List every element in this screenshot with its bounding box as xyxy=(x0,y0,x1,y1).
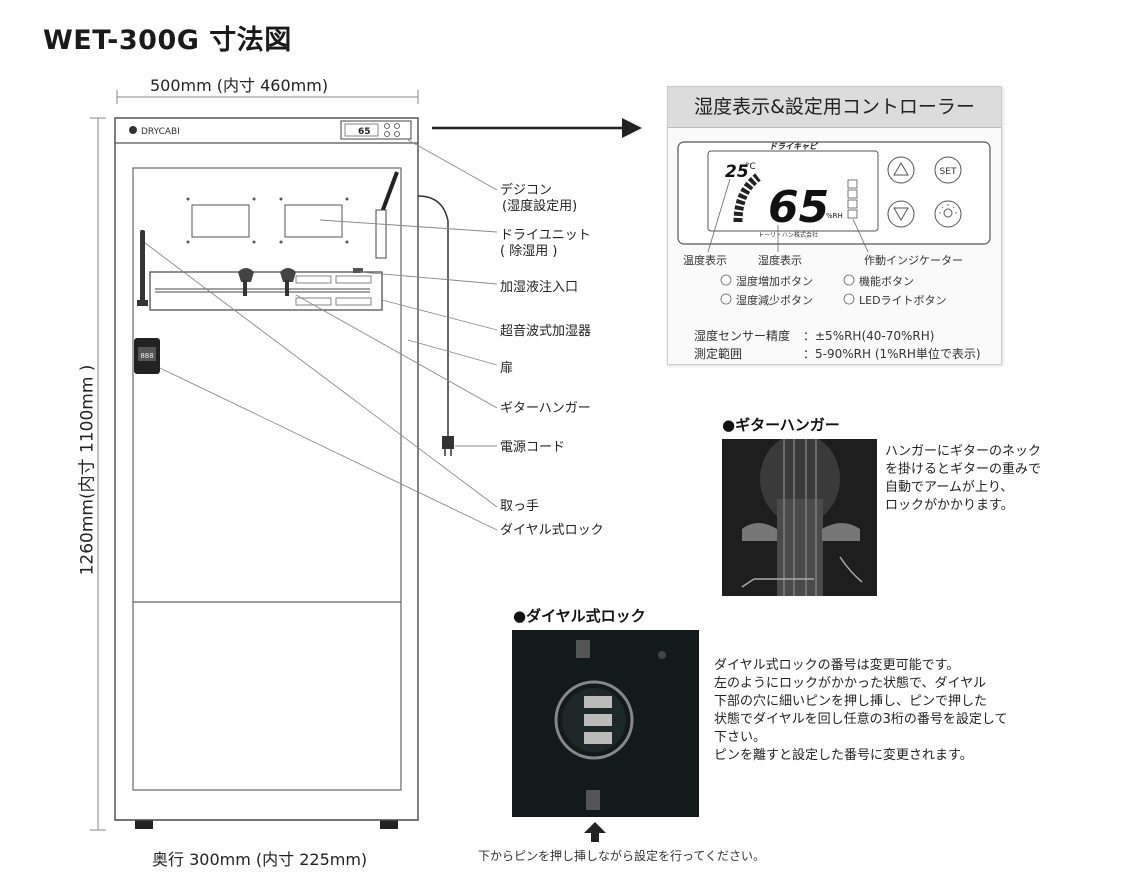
controller-device: ドライキャビ 25 °C 65 %RH トーリ・ハン株式会社 SET xyxy=(677,141,991,305)
guitar-hanger-right xyxy=(280,268,296,282)
dial-lock-heading: ●ダイヤル式ロック xyxy=(513,607,646,625)
legend-up-icon xyxy=(720,274,732,286)
set-button-label: SET xyxy=(940,167,957,177)
label-power-cord: 電源コード xyxy=(500,440,566,455)
door-handle xyxy=(140,230,145,305)
dry-unit-window-left xyxy=(191,204,250,238)
set-button-icon xyxy=(934,156,962,184)
legend-down-icon xyxy=(720,293,732,305)
cabinet-door xyxy=(132,167,402,791)
humidity-value: 65 xyxy=(768,182,829,233)
label-handle: 取っ手 xyxy=(500,499,540,514)
label-function-button: 機能ボタン xyxy=(859,275,914,288)
brand-logo-icon xyxy=(129,126,137,134)
depth-dimension-label: 奥行 300mm (内寸 225mm) xyxy=(152,850,368,869)
page-title: WET-300G 寸法図 xyxy=(43,25,292,56)
label-fill-port: 加湿液注入口 xyxy=(500,280,579,295)
label-led-button: LEDライトボタン xyxy=(859,294,947,307)
dial-lock-photo xyxy=(512,630,699,817)
label-digicon: デジコン xyxy=(500,183,553,198)
temp-unit: °C xyxy=(745,162,756,172)
brand-logo-text: DRYCABI xyxy=(141,127,180,137)
label-door: 扉 xyxy=(500,361,514,376)
guitar-hanger-heading: ●ギターハンガー xyxy=(722,416,840,434)
legend-led-icon xyxy=(843,293,855,305)
up-button-icon xyxy=(887,156,915,184)
legend-function-icon xyxy=(843,274,855,286)
humidity-unit: %RH xyxy=(826,212,843,220)
arrow-icon xyxy=(622,118,642,138)
cabinet-foot-left xyxy=(135,820,153,829)
controller-logo: ドライキャビ xyxy=(769,142,818,151)
label-humidifier: 超音波式加湿器 xyxy=(500,324,592,339)
digicon-mini-value: 65 xyxy=(358,127,371,137)
label-humidity-display: 湿度表示 xyxy=(758,254,802,267)
power-cord xyxy=(417,195,449,436)
led-button-icon xyxy=(934,200,962,228)
label-up-button: 湿度増加ボタン xyxy=(736,275,813,288)
temp-value: 25 xyxy=(725,162,749,182)
svg-text:888: 888 xyxy=(140,352,153,360)
hygrometer-stick xyxy=(375,209,387,259)
width-dimension-label: 500mm (内寸 460mm) xyxy=(150,76,329,95)
guitar-hanger-left xyxy=(238,268,254,282)
up-arrow-icon xyxy=(584,822,606,842)
label-temp-display: 温度表示 xyxy=(683,254,727,267)
label-down-button: 湿度減少ボタン xyxy=(736,294,813,307)
dial-lock-caption: 下からピンを押し挿しながら設定を行ってください。 xyxy=(478,849,766,863)
guitar-hanger-photo xyxy=(722,439,877,596)
spec-range-label: 測定範囲 xyxy=(694,347,743,361)
spec-accuracy-label: 湿度センサー精度 xyxy=(694,329,791,343)
label-guitar-hanger: ギターハンガー xyxy=(500,401,591,416)
dial-lock-description: ダイヤル式ロックの番号は変更可能です。 左のようにロックがかかった状態で、ダイヤ… xyxy=(714,658,1008,763)
maker-text: トーリ・ハン株式会社 xyxy=(758,231,818,239)
label-indicator: 作動インジケーター xyxy=(864,254,963,267)
down-button-icon xyxy=(887,200,915,228)
label-dry-unit-sub: ( 除湿用 ) xyxy=(500,244,558,259)
label-dial-lock: ダイヤル式ロック xyxy=(500,523,604,538)
controller-title: 湿度表示&設定用コントローラー xyxy=(668,87,1001,128)
spec-accuracy-value: ：±5%RH(40-70%RH) xyxy=(803,329,935,343)
controller-panel: 湿度表示&設定用コントローラー ドライキャビ 25 °C 65 %RH トーリ・… xyxy=(667,86,1002,365)
cabinet-foot-right xyxy=(380,820,398,829)
guitar-hanger-description: ハンガーにギターのネック を掛けるとギターの重みで 自動でアームが上り、 ロック… xyxy=(885,444,1042,513)
humidity-gauge xyxy=(733,173,761,223)
spec-range-value: ：5-90%RH (1%RH単位で表示) xyxy=(803,347,981,361)
label-dry-unit: ドライユニット xyxy=(500,228,591,243)
label-digicon-sub: (湿度設定用) xyxy=(502,199,578,214)
